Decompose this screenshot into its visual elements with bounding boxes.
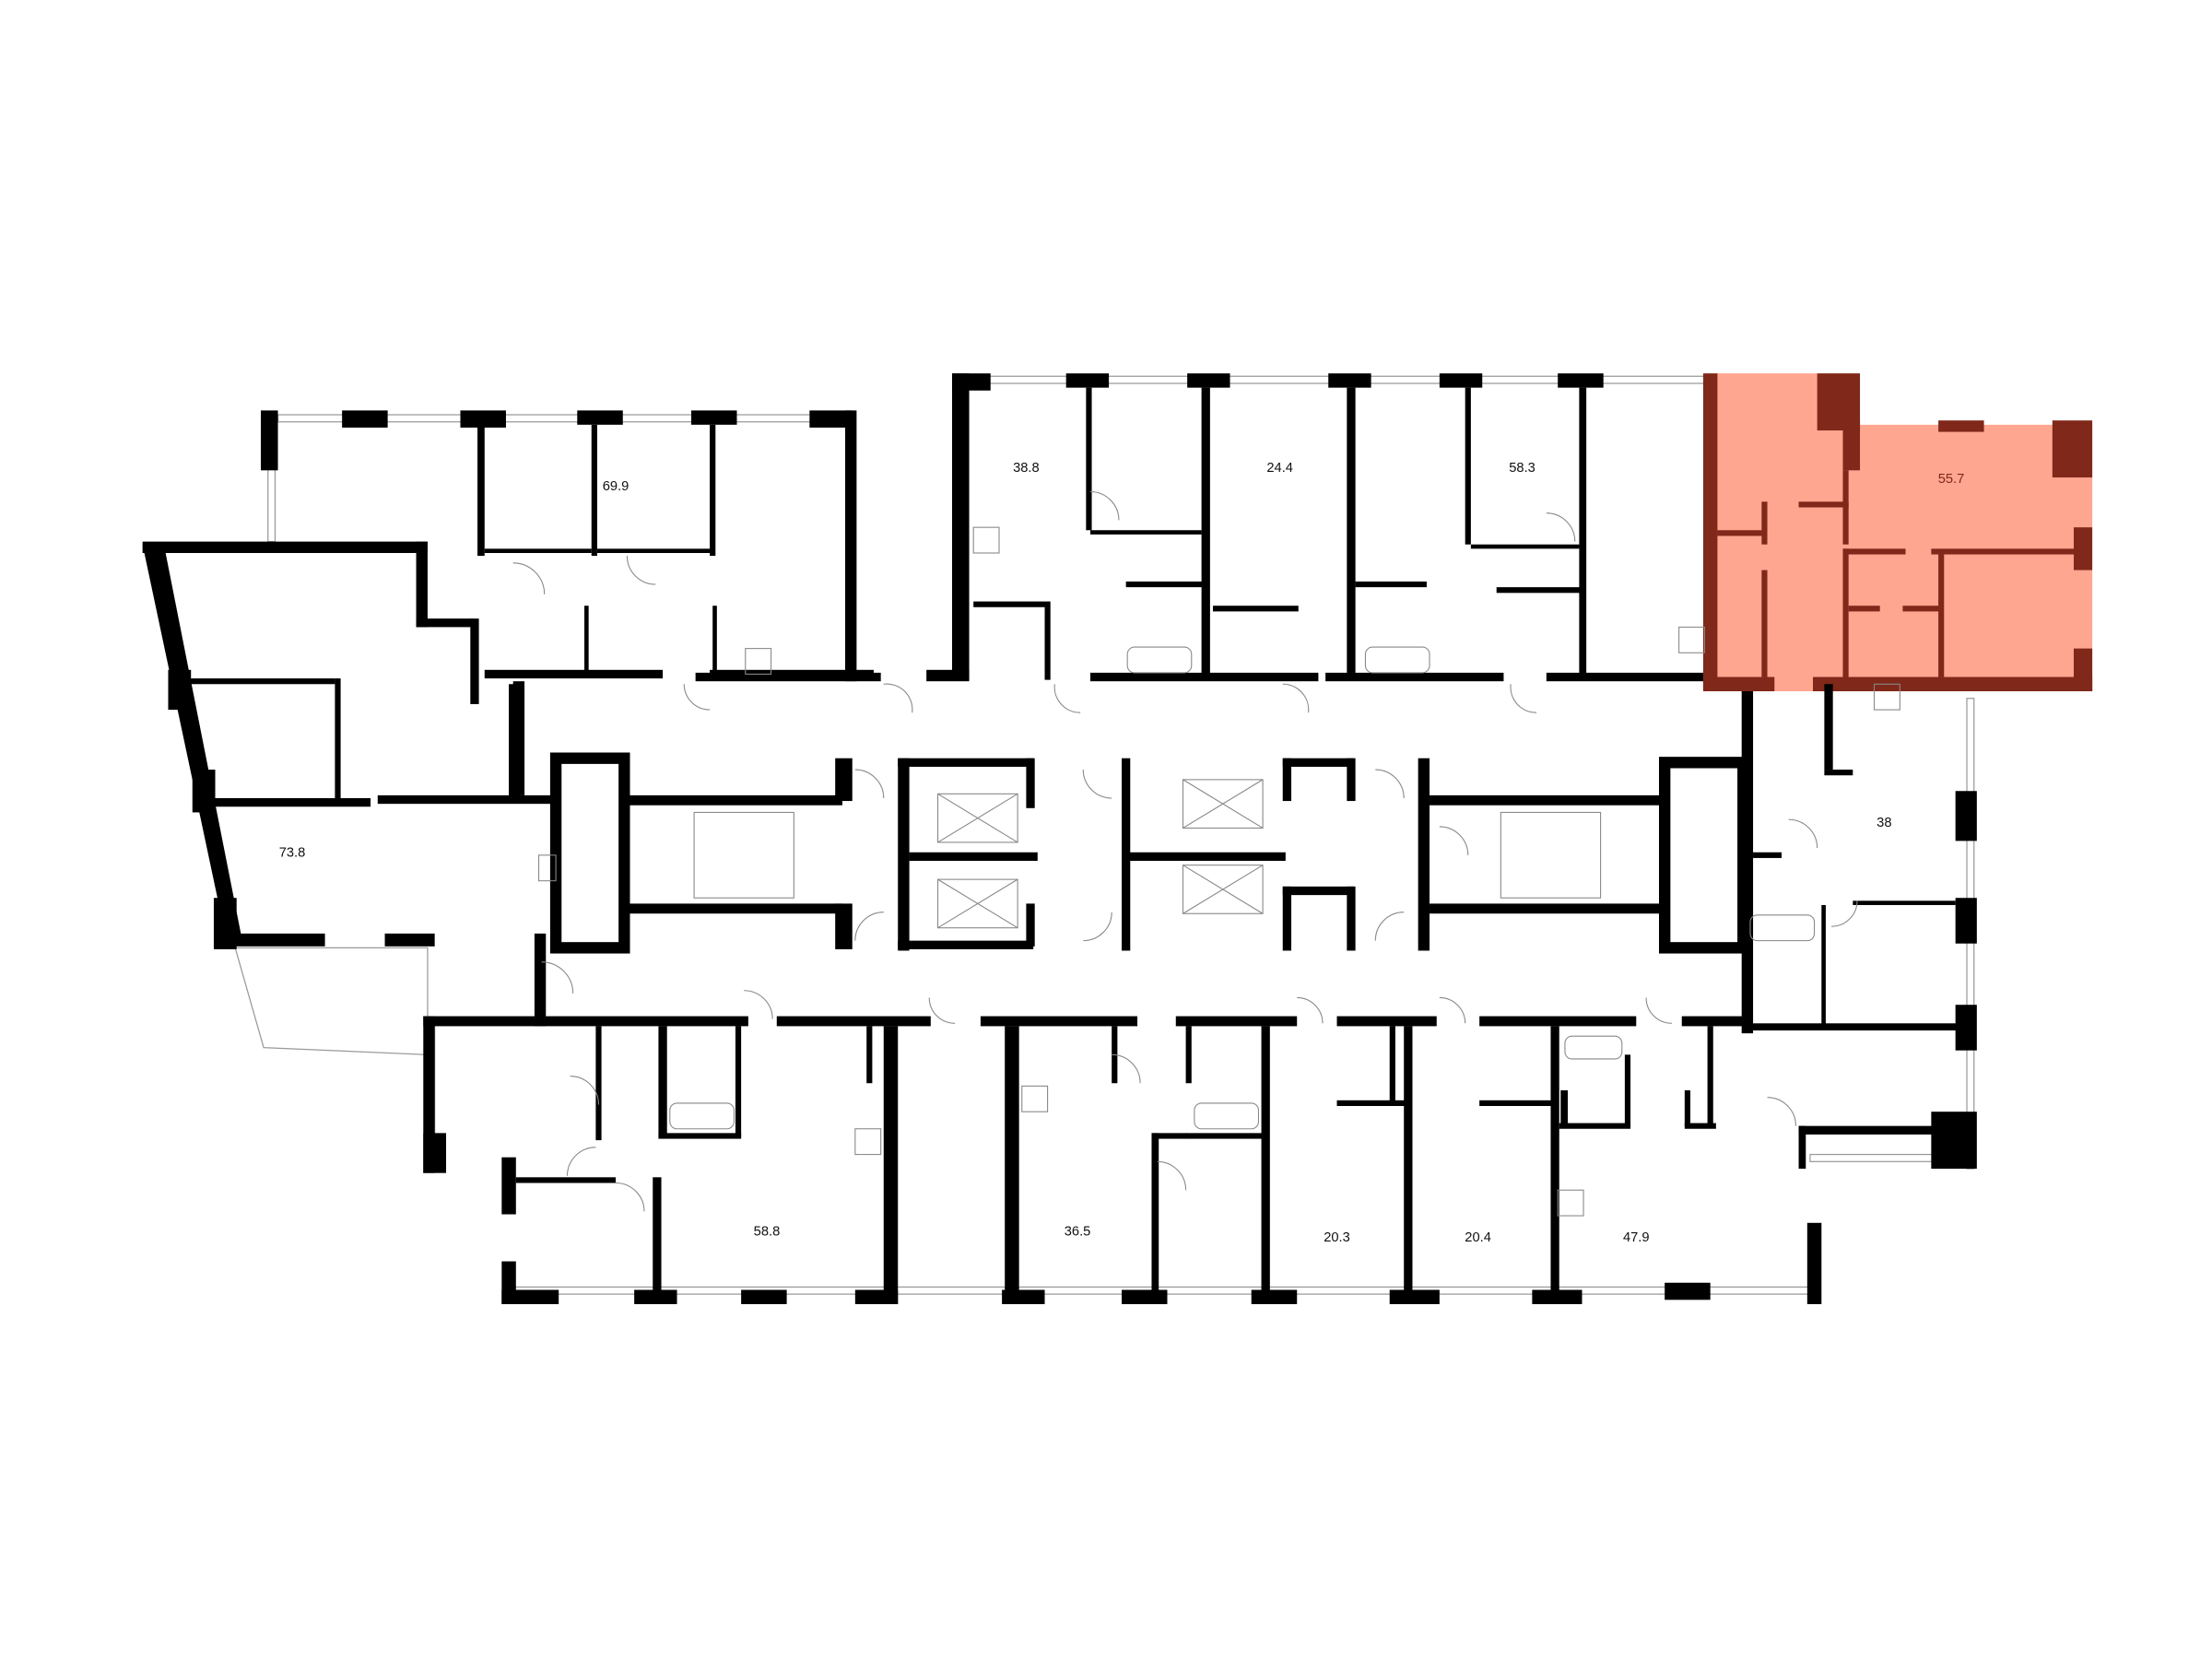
unit-area-label: 38.8 [1013,461,1040,476]
unit-area-label: 69.9 [603,479,629,494]
highlighted-apartment[interactable]: 55.7 [1702,373,2093,691]
unit-area-label: 73.8 [279,845,306,860]
unit-area-label: 55.7 [1938,472,1965,487]
unit-labels: 69.9 38.8 24.4 58.3 38 73.8 58.8 36.5 20… [279,461,1892,1245]
unit-area-label: 20.4 [1465,1230,1491,1245]
unit-area-label: 58.8 [754,1225,781,1240]
unit-area-label: 20.3 [1324,1230,1350,1245]
unit-area-label: 58.3 [1509,461,1535,476]
unit-area-label: 24.4 [1266,461,1293,476]
fixtures [512,490,1900,1217]
highlighted-apartment-fill [1702,373,2093,691]
unit-area-label: 47.9 [1623,1230,1650,1245]
walls [142,373,1977,1304]
highlighted-apartment-walls [1702,373,2093,691]
unit-area-label: 38 [1877,816,1891,830]
unit-area-label: 36.5 [1065,1225,1091,1240]
